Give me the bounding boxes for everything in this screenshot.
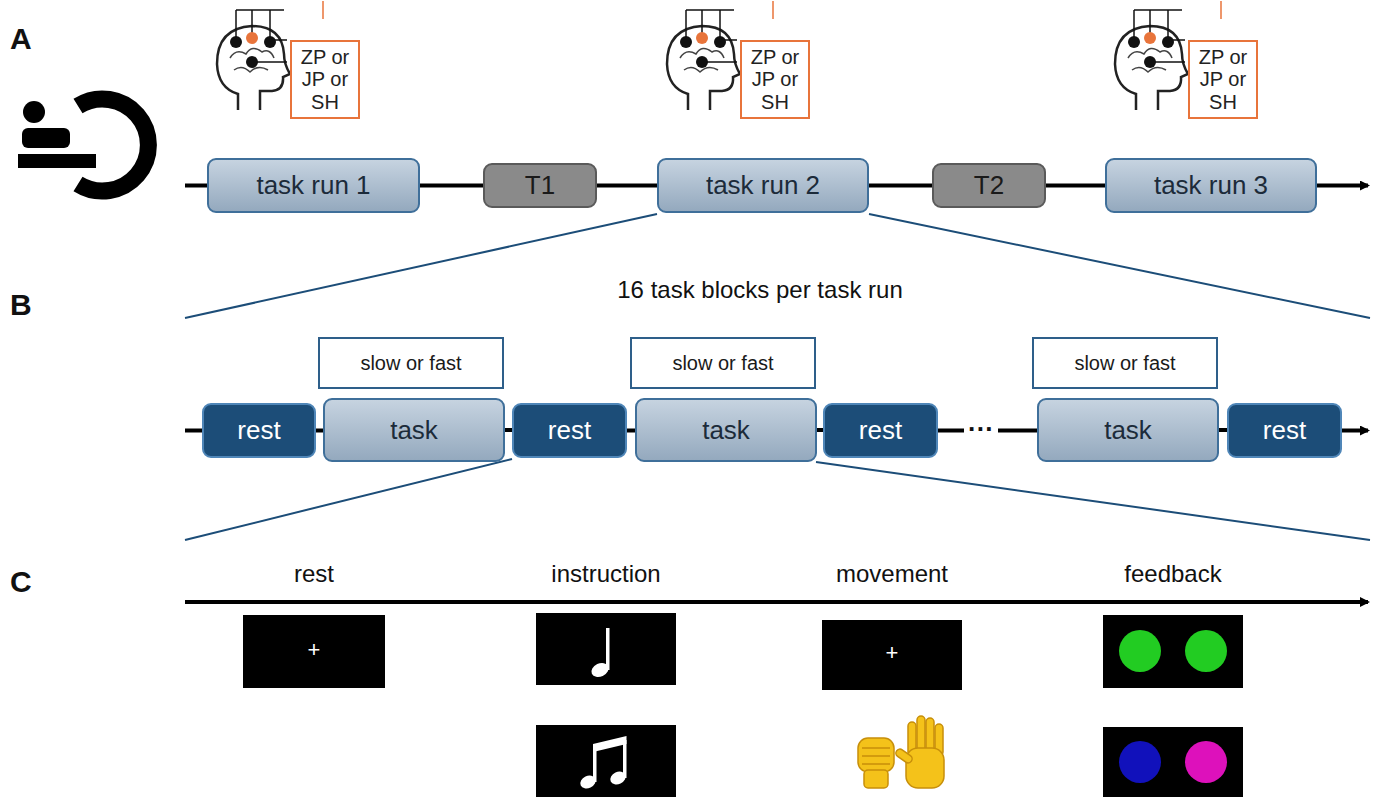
screen xyxy=(536,725,676,797)
screen xyxy=(1103,727,1243,797)
ellipsis: ··· xyxy=(964,414,998,445)
mri-icon xyxy=(18,99,148,191)
rest-period-box: T1 xyxy=(483,163,597,208)
feedback-dot xyxy=(1119,630,1161,672)
screen xyxy=(1103,615,1243,688)
speed-box: slow or fast xyxy=(1032,337,1218,389)
feedback-dot xyxy=(1119,741,1161,783)
speed-box: slow or fast xyxy=(318,337,504,389)
screen xyxy=(822,620,962,690)
timeline-segment xyxy=(316,429,323,433)
phase-label: instruction xyxy=(551,560,660,588)
panel-letter: C xyxy=(10,565,32,599)
task-run-box: task run 3 xyxy=(1105,158,1317,213)
eighth-notes xyxy=(578,736,628,791)
timeline-segment xyxy=(627,429,635,433)
zoom-line xyxy=(185,214,657,318)
screen xyxy=(536,613,676,685)
node-text: rest xyxy=(548,415,591,446)
timeline-segment xyxy=(1046,184,1105,188)
zoom-line xyxy=(185,459,512,540)
timeline-arrow xyxy=(185,600,1368,604)
timeline-arrow xyxy=(1317,184,1368,188)
node-text: task run 3 xyxy=(1154,170,1268,201)
node-text: slow or fast xyxy=(672,352,773,375)
fixation-cross: + xyxy=(886,640,899,666)
zoom-line xyxy=(816,462,1370,540)
rest-block: rest xyxy=(202,403,316,458)
phase-label: feedback xyxy=(1124,560,1221,588)
rest-period-box: T2 xyxy=(932,163,1046,208)
open-hand-icon xyxy=(894,716,944,788)
node-text: slow or fast xyxy=(1074,352,1175,375)
node-text: task run 2 xyxy=(706,170,820,201)
task-block: task xyxy=(323,398,505,462)
panel-letter: B xyxy=(10,288,32,322)
timeline-arrow xyxy=(1342,429,1368,433)
feedback-dot xyxy=(1185,741,1227,783)
node-text: rest xyxy=(859,415,902,446)
task-run-box: task run 2 xyxy=(657,158,869,213)
node-text: task xyxy=(702,415,750,446)
speed-box: slow or fast xyxy=(630,337,816,389)
timeline-segment xyxy=(505,428,512,432)
node-text: rest xyxy=(237,415,280,446)
node-text: ZP or JP or SH xyxy=(1196,46,1250,113)
node-text: T2 xyxy=(974,170,1004,201)
task-run-box: task run 1 xyxy=(207,158,420,213)
node-text: task run 1 xyxy=(256,170,370,201)
node-text: task xyxy=(1104,415,1152,446)
task-block: task xyxy=(635,398,817,462)
node-text: T1 xyxy=(525,170,555,201)
timeline-segment xyxy=(420,184,483,188)
phase-label: movement xyxy=(836,560,948,588)
rest-block: rest xyxy=(823,403,938,458)
timeline-segment xyxy=(1219,428,1227,432)
panel-letter: A xyxy=(10,22,32,56)
feedback-dot xyxy=(1185,630,1227,672)
node-text: ZP or JP or SH xyxy=(298,46,352,113)
node-text: task xyxy=(390,415,438,446)
phase-label: rest xyxy=(294,560,334,588)
fist-icon xyxy=(858,738,894,788)
stimulation-box: ZP or JP or SH xyxy=(290,40,360,119)
section-title: 16 task blocks per task run xyxy=(617,276,902,304)
node-text: rest xyxy=(1263,415,1306,446)
stimulation-box: ZP or JP or SH xyxy=(740,40,810,119)
screen xyxy=(243,615,385,688)
stimulation-box: ZP or JP or SH xyxy=(1188,40,1258,119)
rest-block: rest xyxy=(512,403,627,458)
node-text: slow or fast xyxy=(360,352,461,375)
task-block: task xyxy=(1037,398,1219,462)
timeline-segment xyxy=(597,184,657,188)
node-text: ZP or JP or SH xyxy=(748,46,802,113)
quarter-note xyxy=(589,628,611,680)
timeline-segment xyxy=(869,184,932,188)
fixation-cross: + xyxy=(308,637,321,663)
timeline xyxy=(185,184,207,188)
timeline xyxy=(185,429,202,433)
rest-block: rest xyxy=(1227,403,1342,458)
zoom-line xyxy=(869,214,1370,318)
